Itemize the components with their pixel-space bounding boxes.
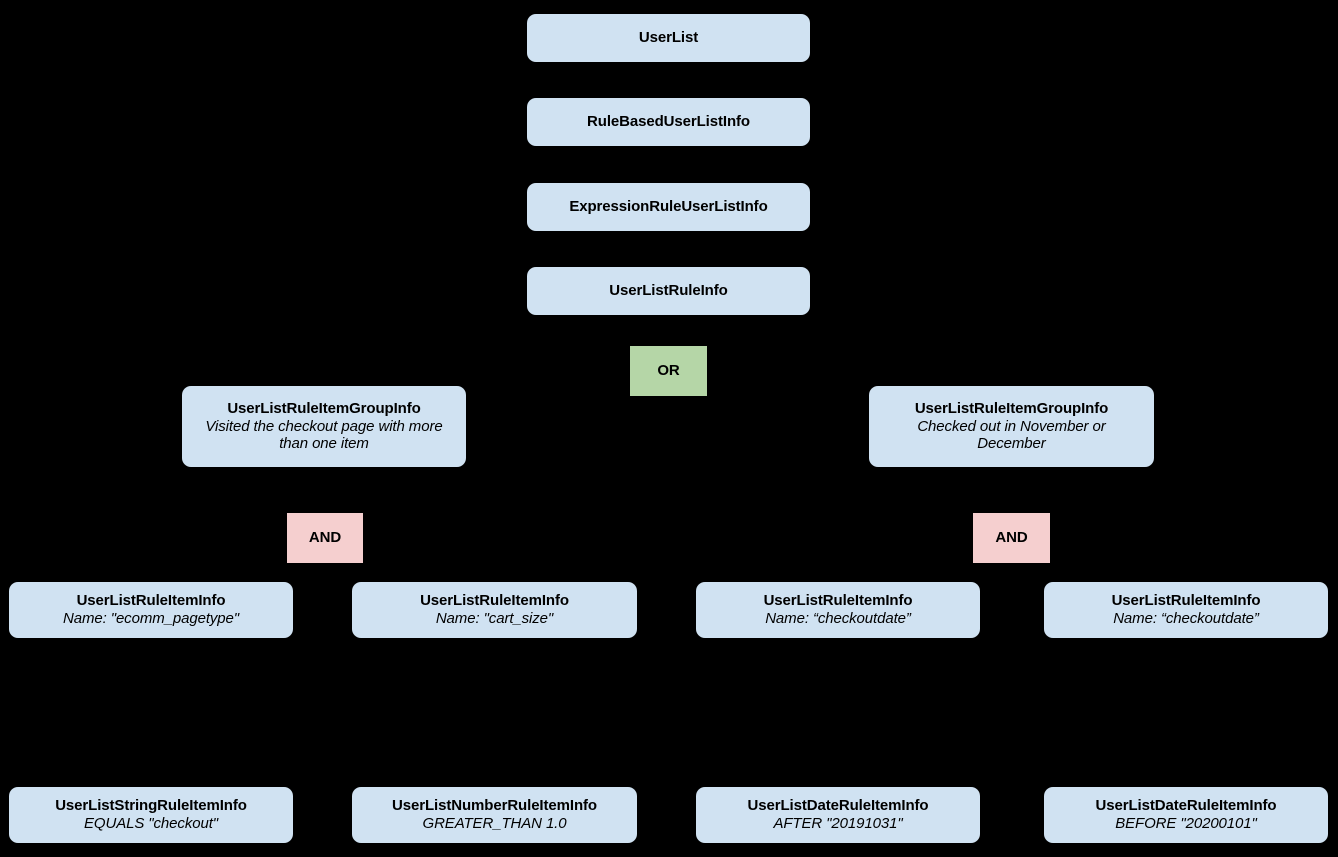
node-leaf-2-detail: GREATER_THAN 1.0 bbox=[422, 815, 567, 832]
node-group-left-description: Visited the checkout page with more than… bbox=[205, 417, 443, 453]
edge-drop-group-left bbox=[323, 371, 325, 386]
edge-group-right-to-and bbox=[1011, 467, 1013, 513]
edge-item-1-to-leaf-1 bbox=[150, 638, 152, 787]
node-group-right-title: UserListRuleItemGroupInfo bbox=[914, 399, 1109, 417]
edge-drop-item-2 bbox=[494, 563, 496, 582]
node-and-left-label: AND bbox=[308, 529, 342, 547]
node-rule-based-user-list-info[interactable]: RuleBasedUserListInfo bbox=[527, 98, 810, 146]
node-leaf-2[interactable]: UserListNumberRuleItemInfo GREATER_THAN … bbox=[352, 787, 637, 843]
edge-expression-to-ruleinfo bbox=[668, 231, 670, 267]
edge-or-to-group-right bbox=[668, 371, 1012, 373]
node-item-2[interactable]: UserListRuleItemInfo Name: "cart_size" bbox=[352, 582, 637, 638]
edge-or-to-group-left bbox=[324, 371, 668, 373]
node-group-right-description: Checked out in November or December bbox=[917, 417, 1106, 453]
node-item-2-detail: Name: "cart_size" bbox=[435, 610, 554, 627]
node-item-1-title: UserListRuleItemInfo bbox=[76, 592, 226, 610]
edge-rulebased-to-expression bbox=[668, 146, 670, 183]
node-item-4[interactable]: UserListRuleItemInfo Name: “checkoutdate… bbox=[1044, 582, 1328, 638]
edge-group-left-to-and bbox=[323, 467, 325, 513]
node-leaf-4[interactable]: UserListDateRuleItemInfo BEFORE "2020010… bbox=[1044, 787, 1328, 843]
edge-drop-item-1 bbox=[150, 563, 152, 582]
node-expression-rule-user-list-info-title: ExpressionRuleUserListInfo bbox=[569, 198, 768, 216]
node-user-list-title: UserList bbox=[638, 29, 699, 47]
node-group-left-title: UserListRuleItemGroupInfo bbox=[227, 399, 421, 417]
node-item-3[interactable]: UserListRuleItemInfo Name: “checkoutdate… bbox=[696, 582, 980, 638]
edge-item-4-to-leaf-4 bbox=[1185, 638, 1187, 787]
node-leaf-1[interactable]: UserListStringRuleItemInfo EQUALS "check… bbox=[9, 787, 293, 843]
node-item-4-title: UserListRuleItemInfo bbox=[1111, 592, 1261, 610]
node-item-1[interactable]: UserListRuleItemInfo Name: "ecomm_pagety… bbox=[9, 582, 293, 638]
edge-drop-item-4 bbox=[1185, 563, 1187, 582]
node-leaf-2-title: UserListNumberRuleItemInfo bbox=[392, 797, 597, 815]
edge-ruleinfo-to-or bbox=[668, 315, 670, 346]
node-rule-based-user-list-info-title: RuleBasedUserListInfo bbox=[587, 113, 750, 131]
node-item-3-detail: Name: “checkoutdate” bbox=[765, 610, 911, 627]
node-leaf-1-detail: EQUALS "checkout" bbox=[83, 815, 218, 832]
node-or-operator-label: OR bbox=[657, 362, 680, 380]
node-expression-rule-user-list-info[interactable]: ExpressionRuleUserListInfo bbox=[527, 183, 810, 231]
node-item-4-detail: Name: “checkoutdate” bbox=[1113, 610, 1259, 627]
node-item-3-title: UserListRuleItemInfo bbox=[763, 592, 913, 610]
node-user-list[interactable]: UserList bbox=[527, 14, 810, 62]
node-leaf-3-title: UserListDateRuleItemInfo bbox=[747, 797, 929, 815]
node-group-left[interactable]: UserListRuleItemGroupInfo Visited the ch… bbox=[182, 386, 466, 467]
node-leaf-3-detail: AFTER "20191031" bbox=[773, 815, 903, 832]
node-and-left[interactable]: AND bbox=[287, 513, 363, 563]
node-and-right-label: AND bbox=[995, 529, 1028, 547]
node-group-right[interactable]: UserListRuleItemGroupInfo Checked out in… bbox=[869, 386, 1154, 467]
node-or-operator[interactable]: OR bbox=[630, 346, 707, 396]
node-and-right[interactable]: AND bbox=[973, 513, 1050, 563]
node-user-list-rule-info[interactable]: UserListRuleInfo bbox=[527, 267, 810, 315]
node-leaf-4-title: UserListDateRuleItemInfo bbox=[1095, 797, 1277, 815]
node-item-2-title: UserListRuleItemInfo bbox=[420, 592, 569, 610]
edge-drop-group-right bbox=[1011, 371, 1013, 386]
node-leaf-4-detail: BEFORE "20200101" bbox=[1115, 815, 1257, 832]
edge-userlist-to-rulebased bbox=[668, 62, 670, 98]
edge-and-left-span bbox=[151, 563, 495, 565]
node-leaf-1-title: UserListStringRuleItemInfo bbox=[55, 797, 247, 815]
edge-item-2-to-leaf-2 bbox=[494, 638, 496, 787]
node-user-list-rule-info-title: UserListRuleInfo bbox=[609, 282, 728, 300]
edge-item-3-to-leaf-3 bbox=[837, 638, 839, 787]
edge-drop-item-3 bbox=[837, 563, 839, 582]
node-leaf-3[interactable]: UserListDateRuleItemInfo AFTER "20191031… bbox=[696, 787, 980, 843]
edge-and-right-span bbox=[838, 563, 1186, 565]
node-item-1-detail: Name: "ecomm_pagetype" bbox=[62, 610, 240, 627]
